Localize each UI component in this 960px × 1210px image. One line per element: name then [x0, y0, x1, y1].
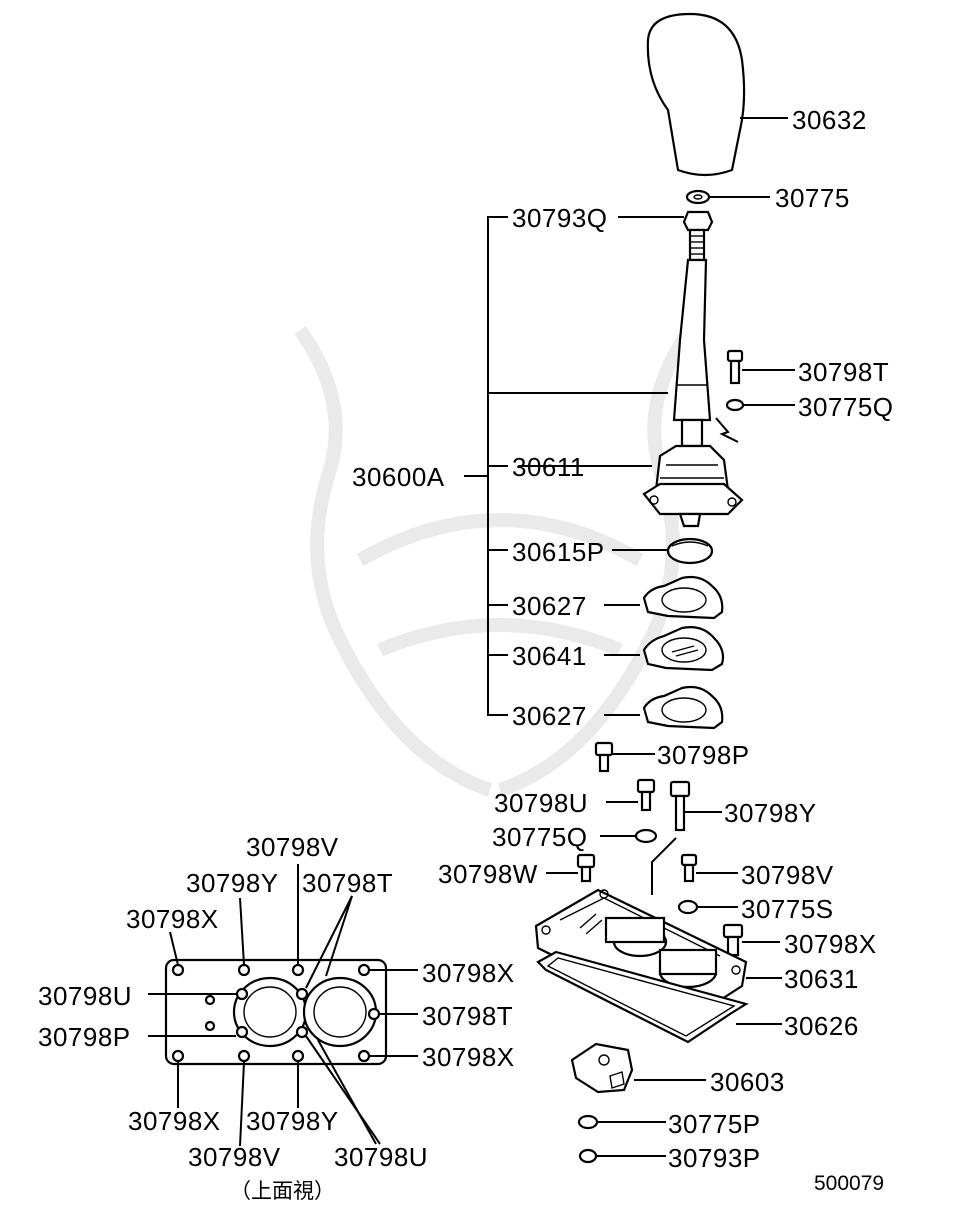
- bolt-30798W: [576, 853, 596, 883]
- label-30798P: 30798P: [657, 740, 750, 770]
- label-30793Q: 30793Q: [512, 203, 608, 233]
- shift-knob: [646, 12, 746, 177]
- topview-label-30798V-bottom: 30798V: [188, 1142, 281, 1172]
- topview-label-30798T-right: 30798T: [422, 1001, 513, 1031]
- label-30641: 30641: [512, 641, 587, 671]
- bolt-30798U: [636, 778, 656, 812]
- nut-30775S: [677, 899, 699, 915]
- gasket-30626: [536, 950, 749, 1044]
- label-30775P: 30775P: [668, 1109, 761, 1139]
- label-30798T: 30798T: [798, 357, 889, 387]
- bolt-30798P: [594, 741, 614, 773]
- topview-label-30798U-bottom: 30798U: [334, 1142, 428, 1172]
- topview-label-30798X-topleft: 30798X: [126, 904, 219, 934]
- label-30603: 30603: [710, 1067, 785, 1097]
- label-30627-a: 30627: [512, 591, 587, 621]
- label-30798V: 30798V: [741, 860, 834, 890]
- label-30775Q: 30775Q: [798, 392, 894, 422]
- label-30798W: 30798W: [438, 859, 538, 889]
- topview-label-30798X-right1: 30798X: [422, 958, 515, 988]
- nut-30775Q: [725, 398, 745, 412]
- gasket-30627-lower: [642, 685, 724, 730]
- shift-lever: [672, 228, 712, 448]
- top-view-housing: [164, 958, 388, 1066]
- label-30615P: 30615P: [512, 537, 605, 567]
- watermark-logo: [294, 325, 696, 797]
- topview-label-30798Y-bottom: 30798Y: [246, 1106, 339, 1136]
- diagram-number: 500079: [814, 1172, 884, 1195]
- topview-label-30798U-left: 30798U: [38, 981, 132, 1011]
- topview-label-30798X-bottom: 30798X: [128, 1106, 221, 1136]
- label-30775Q-2: 30775Q: [492, 822, 588, 852]
- label-30793P: 30793P: [668, 1143, 761, 1173]
- topview-label-30798T-top: 30798T: [302, 868, 393, 898]
- bolt-30798T: [726, 349, 744, 385]
- label-30631: 30631: [784, 964, 859, 994]
- washer-30775: [685, 189, 711, 205]
- label-30775S: 30775S: [741, 894, 834, 924]
- topview-label-30798X-right2: 30798X: [422, 1042, 515, 1072]
- gasket-30627-upper: [642, 575, 724, 620]
- label-30627-b: 30627: [512, 701, 587, 731]
- topview-label-30798P-left: 30798P: [38, 1022, 131, 1052]
- label-30798X: 30798X: [784, 929, 877, 959]
- label-30626: 30626: [784, 1011, 859, 1041]
- topview-caption: （上面視）: [230, 1180, 335, 1203]
- label-30600A: 30600A: [352, 462, 445, 492]
- topview-label-30798V-top: 30798V: [246, 832, 339, 862]
- washer-30775P: [577, 1114, 599, 1130]
- label-30798Y: 30798Y: [724, 798, 817, 828]
- label-30611: 30611: [512, 452, 585, 482]
- washer-30775Q-lower: [634, 828, 658, 844]
- bolt-30798X: [722, 923, 744, 957]
- label-30798U: 30798U: [494, 788, 588, 818]
- nut-30793Q: [682, 210, 714, 232]
- bolt-30798Y: [669, 780, 691, 832]
- plate-30641: [642, 626, 725, 672]
- topview-label-30798Y-top: 30798Y: [186, 868, 279, 898]
- bolt-30798V: [680, 853, 698, 883]
- label-30632: 30632: [792, 105, 867, 135]
- label-30775: 30775: [775, 183, 850, 213]
- select-lever-30603: [570, 1042, 634, 1094]
- shift-boot-30611: [642, 444, 744, 528]
- nut-30793P: [578, 1148, 598, 1164]
